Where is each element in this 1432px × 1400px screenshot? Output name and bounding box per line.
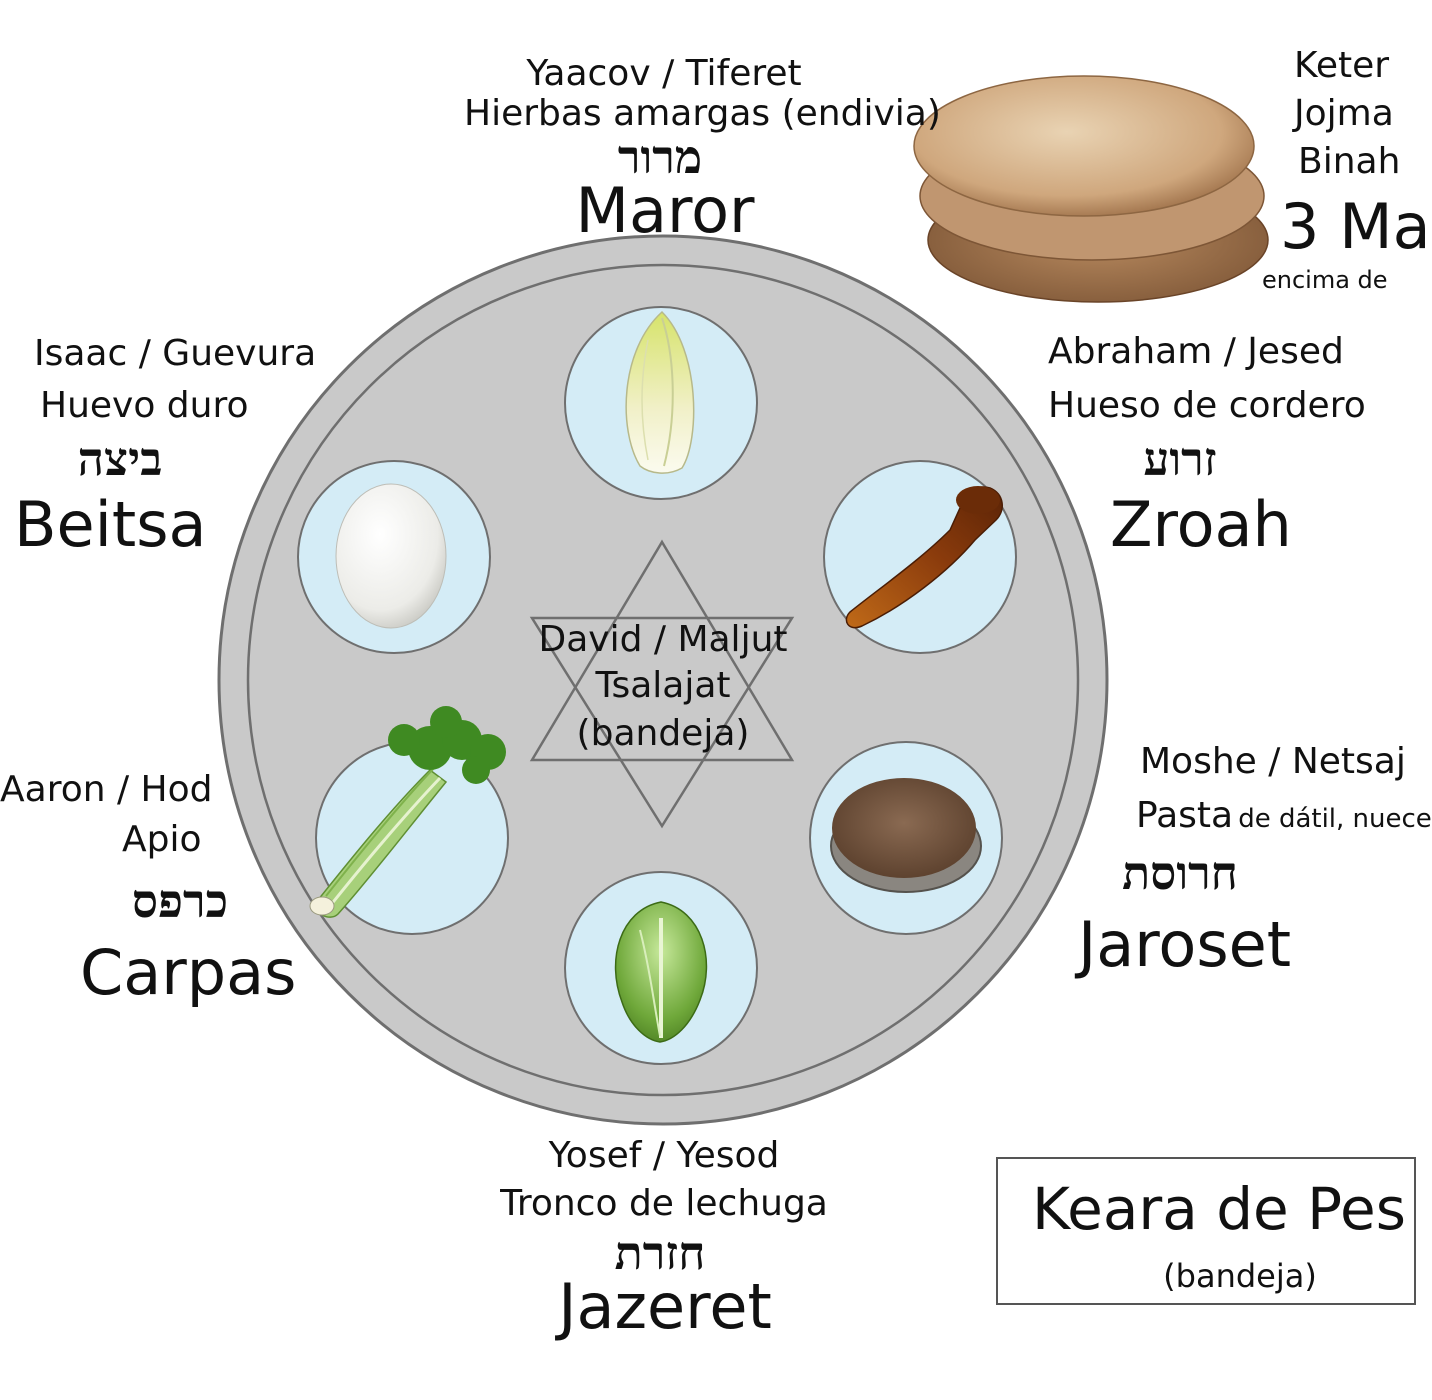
beitsa-hebrew: ביצה — [77, 432, 163, 486]
endive-image — [625, 310, 695, 474]
lettuce-image — [614, 901, 708, 1043]
celery-image — [309, 706, 506, 918]
title-box-title: Keara de Pes — [1032, 1175, 1406, 1243]
carpas-sefirah: Aaron / Hod — [0, 769, 213, 810]
seder-plate-diagram — [217, 75, 1269, 1126]
plate-inner-ring — [246, 263, 1080, 1097]
title-box-subtitle: (bandeja) — [1163, 1257, 1317, 1295]
matzot-line2: Jojma — [1294, 93, 1394, 134]
beitsa-spanish: Huevo duro — [40, 385, 249, 426]
zroah-sefirah: Abraham / Jesed — [1048, 331, 1344, 372]
matzah-image — [913, 75, 1269, 303]
matzot-name: 3 Ma — [1280, 190, 1431, 263]
beitsa-name: Beitsa — [14, 488, 207, 561]
jaroset-spanish: Pasta de dátil, nuece — [1136, 798, 1432, 834]
matzot-line1: Keter — [1294, 45, 1390, 86]
title-box — [996, 1157, 1416, 1305]
jazeret-hebrew: חזרת — [614, 1226, 706, 1280]
jaroset-hebrew: חרוסת — [1122, 846, 1238, 900]
jaroset-spanish-rest: de dátil, nuece — [1238, 804, 1432, 834]
maror-sefirah: Yaacov / Tiferet — [526, 53, 802, 94]
charoset-image — [830, 778, 982, 893]
lamb-bone-image — [845, 486, 1003, 629]
jazeret-name: Jazeret — [558, 1270, 772, 1343]
carpas-name: Carpas — [80, 936, 297, 1009]
center-label-line3: (bandeja) — [576, 713, 750, 754]
jazeret-sefirah: Yosef / Yesod — [548, 1135, 780, 1176]
egg-image — [335, 483, 447, 629]
jaroset-sefirah: Moshe / Netsaj — [1140, 741, 1406, 782]
matzot-note: encima de — [1262, 266, 1388, 294]
zroah-name: Zroah — [1110, 488, 1292, 561]
maror-name: Maror — [575, 174, 755, 247]
jaroset-spanish-main: Pasta — [1136, 795, 1234, 836]
zroah-spanish: Hueso de cordero — [1048, 385, 1366, 426]
star-of-david-icon — [529, 539, 795, 829]
beitsa-sefirah: Isaac / Guevura — [34, 333, 317, 374]
carpas-spanish: Apio — [122, 819, 202, 860]
zroah-hebrew: זרוע — [1143, 432, 1217, 486]
jazeret-spanish: Tronco de lechuga — [500, 1183, 828, 1224]
jaroset-name: Jaroset — [1078, 908, 1292, 981]
maror-spanish: Hierbas amargas (endivia) — [464, 93, 941, 134]
center-label-line2: Tsalajat — [595, 665, 731, 706]
carpas-hebrew: כרפס — [131, 874, 229, 928]
matzot-line3: Binah — [1298, 141, 1401, 182]
maror-hebrew: מרור — [617, 130, 703, 184]
center-label-line1: David / Maljut — [538, 619, 788, 660]
